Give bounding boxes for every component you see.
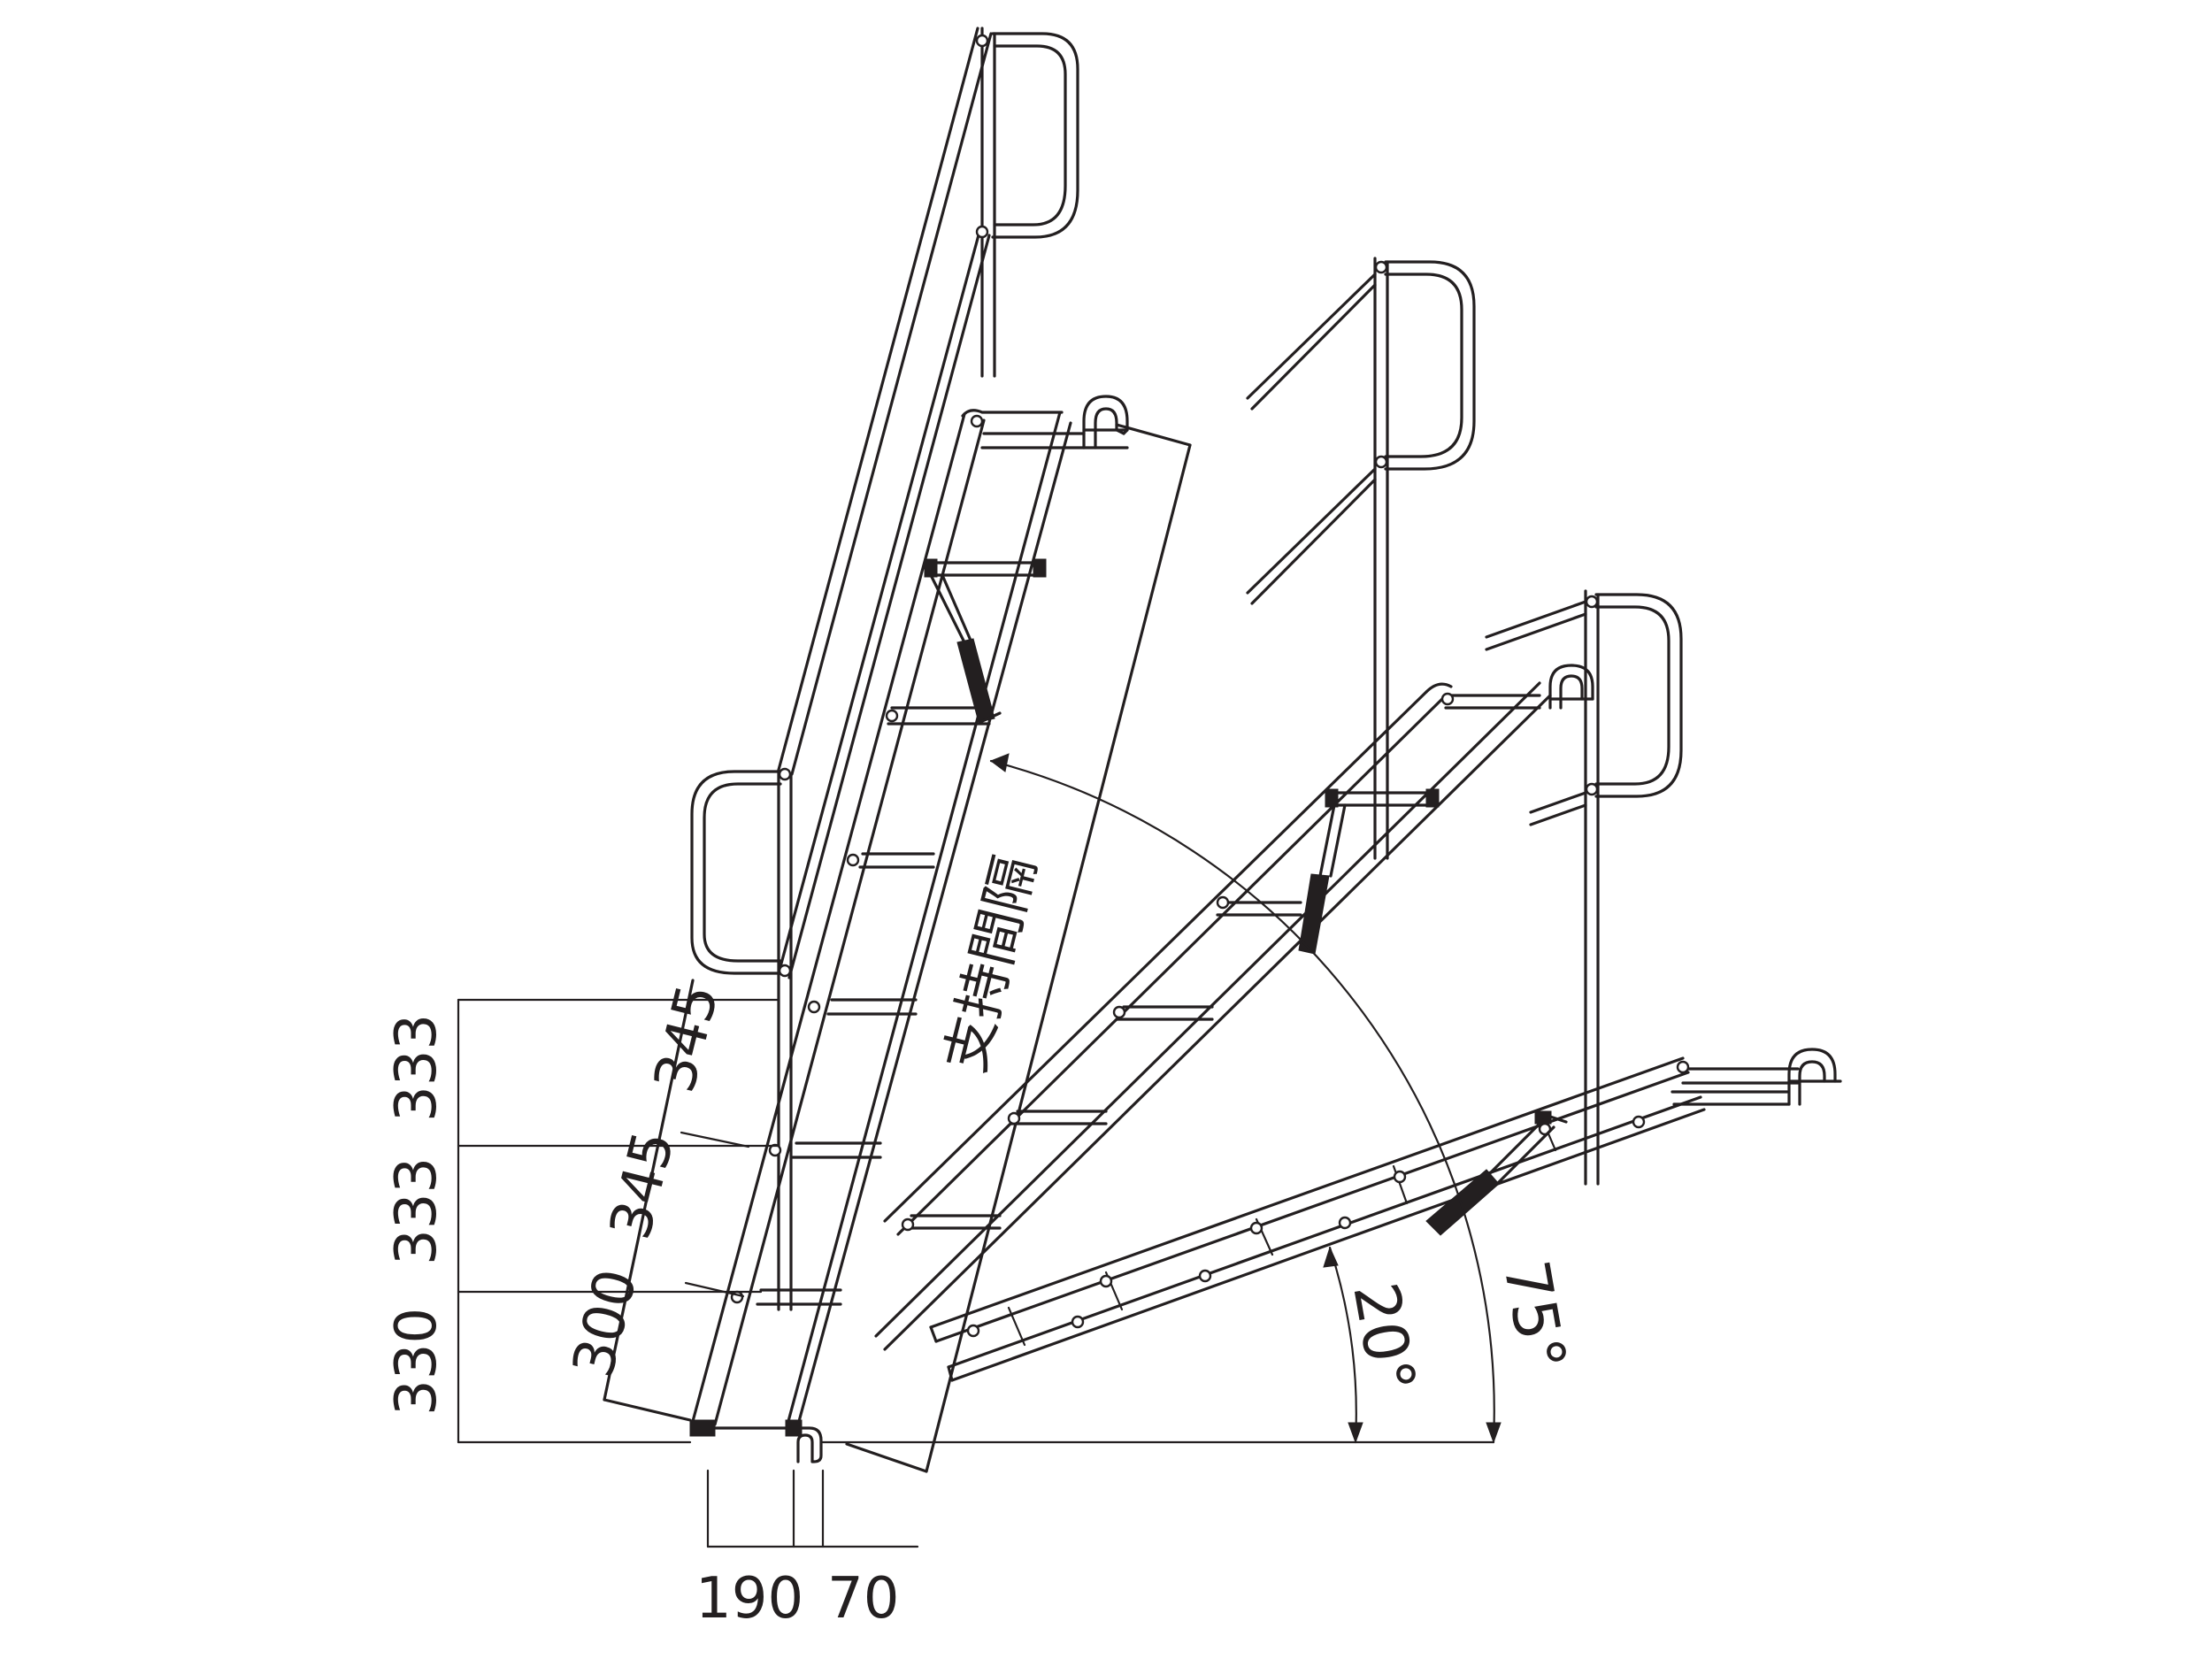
dim-outer-333-a: 333 — [384, 1157, 449, 1265]
dim-diag-345-a: 345 — [598, 1125, 687, 1245]
support-interval-label: 支持間隔 — [933, 849, 1048, 1078]
angle-20-label: 20° — [1339, 1278, 1429, 1398]
dim-bottom-70: 70 — [827, 1566, 899, 1632]
support-band — [603, 423, 1192, 1473]
angle-75-label: 75° — [1489, 1256, 1579, 1376]
angle-labels: 20° 75° — [1339, 1256, 1579, 1398]
ladder-vertical — [689, 27, 1129, 1463]
dim-diag-345-b: 345 — [642, 978, 732, 1098]
dim-diag-300: 300 — [561, 1263, 650, 1383]
ladder-low — [929, 589, 1842, 1382]
dimension-lines — [457, 998, 1495, 1548]
dim-outer-333-b: 333 — [384, 1014, 449, 1122]
dim-outer-330: 330 — [384, 1308, 449, 1416]
angle-arcs — [989, 753, 1502, 1444]
ladder-middle — [874, 257, 1594, 1351]
dim-bottom-190: 190 — [695, 1566, 803, 1632]
